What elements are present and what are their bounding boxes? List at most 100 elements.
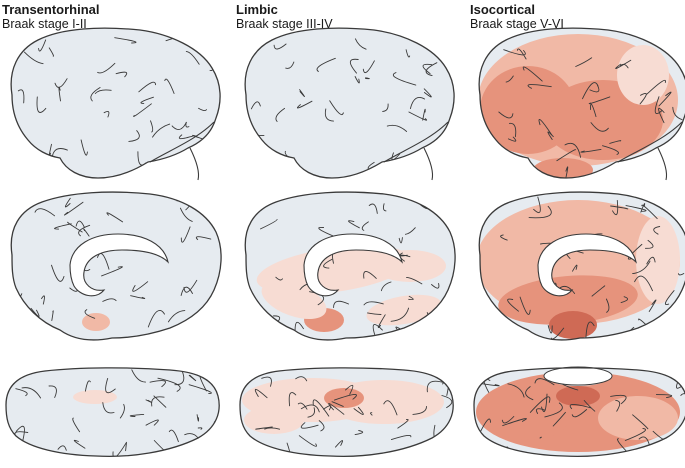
sulcus bbox=[171, 121, 187, 130]
sulcus bbox=[145, 419, 159, 426]
sulcus bbox=[677, 273, 685, 276]
sulcus bbox=[655, 394, 673, 399]
sulcus bbox=[309, 291, 325, 306]
sulcus bbox=[422, 108, 426, 121]
brain-lateral-view bbox=[10, 27, 221, 181]
sulcus bbox=[102, 298, 117, 302]
sulcus bbox=[412, 406, 427, 415]
sulcus bbox=[130, 295, 146, 299]
sulcus bbox=[333, 394, 357, 401]
cortex-surface bbox=[11, 192, 222, 340]
cortex-outline bbox=[10, 27, 221, 179]
sulcus bbox=[140, 96, 154, 104]
sulcus bbox=[441, 395, 453, 409]
sulcus bbox=[556, 149, 576, 162]
sulcus bbox=[525, 386, 534, 401]
tangle-region bbox=[374, 250, 446, 282]
sulcus bbox=[609, 140, 622, 144]
sulcus bbox=[431, 283, 440, 289]
tangle-region bbox=[598, 396, 678, 440]
sulcus bbox=[658, 107, 665, 124]
sulcus bbox=[213, 45, 221, 60]
pathology-regions bbox=[82, 313, 110, 331]
tangle-region bbox=[261, 280, 327, 320]
cortex-outline bbox=[478, 27, 685, 179]
sulcus bbox=[64, 197, 71, 208]
sulcus bbox=[13, 162, 31, 175]
sulcus bbox=[680, 393, 685, 401]
sulcus bbox=[128, 130, 140, 142]
sulcus bbox=[48, 47, 54, 57]
cortex-outline bbox=[244, 191, 456, 341]
sulcus bbox=[323, 258, 333, 269]
sulcus bbox=[632, 260, 651, 275]
sulcus bbox=[646, 256, 656, 265]
sulcus bbox=[345, 384, 354, 395]
cortex-outline bbox=[5, 367, 220, 457]
sulcus bbox=[386, 124, 408, 132]
sulcus bbox=[316, 57, 336, 72]
column-subtitle: Braak stage V-VI bbox=[470, 17, 564, 31]
sulcus bbox=[575, 57, 593, 67]
corpus-callosum bbox=[537, 233, 637, 297]
brain-basal-view bbox=[473, 366, 685, 457]
sulcus bbox=[167, 310, 186, 323]
sulcus bbox=[362, 60, 375, 74]
sulcus bbox=[439, 137, 449, 152]
temporal-lobe-edge bbox=[617, 121, 683, 163]
sulcus bbox=[101, 266, 123, 277]
brain-medial-view bbox=[244, 191, 456, 341]
sulcus bbox=[213, 420, 220, 429]
brain-medial-view bbox=[478, 191, 685, 341]
sulcus bbox=[252, 448, 260, 457]
sulcus bbox=[585, 321, 595, 339]
sulcus bbox=[426, 380, 445, 393]
sulcus bbox=[590, 103, 597, 118]
sulcus bbox=[390, 434, 412, 441]
sulcus bbox=[580, 148, 602, 153]
sulcus bbox=[147, 310, 165, 328]
sulcus bbox=[188, 374, 197, 382]
sulcus bbox=[83, 228, 90, 237]
sulcus bbox=[151, 396, 165, 407]
temporal-lobe-edge bbox=[383, 121, 449, 163]
sulcus bbox=[307, 407, 316, 418]
sulcus bbox=[36, 96, 47, 113]
sulcus bbox=[612, 200, 619, 216]
sulcus bbox=[646, 79, 666, 95]
sulcus bbox=[675, 429, 685, 434]
sulcus bbox=[502, 418, 527, 427]
pathology-regions bbox=[256, 245, 446, 332]
sulcus bbox=[255, 426, 273, 430]
sulcus bbox=[198, 107, 207, 112]
sulcus bbox=[275, 276, 283, 281]
sulcus bbox=[84, 309, 96, 319]
tangle-region bbox=[244, 406, 304, 434]
sulcus bbox=[550, 327, 565, 340]
column-subtitle: Braak stage III-IV bbox=[236, 17, 333, 31]
sulcus bbox=[29, 324, 40, 333]
sulcus bbox=[404, 227, 416, 235]
sulcus bbox=[507, 298, 519, 312]
sulcus bbox=[634, 275, 653, 292]
sulcus bbox=[507, 383, 525, 398]
sulcus bbox=[377, 314, 386, 328]
brain-column-1 bbox=[239, 27, 456, 457]
sulcus bbox=[312, 399, 330, 417]
sulcus bbox=[15, 388, 28, 397]
sulcus bbox=[368, 203, 378, 214]
sulcus bbox=[409, 330, 424, 340]
sulcus bbox=[115, 71, 128, 78]
tangle-region bbox=[82, 313, 110, 331]
sulcus bbox=[273, 43, 287, 50]
sulcus bbox=[392, 72, 417, 86]
sulcus bbox=[133, 103, 152, 117]
sulcus bbox=[250, 101, 261, 110]
sulcus bbox=[590, 122, 609, 132]
sulcus bbox=[501, 416, 515, 424]
sulcus bbox=[185, 121, 190, 128]
sulcus bbox=[405, 49, 411, 58]
sulcus bbox=[588, 96, 611, 105]
sulcus bbox=[664, 437, 675, 451]
sulcus bbox=[250, 451, 273, 457]
